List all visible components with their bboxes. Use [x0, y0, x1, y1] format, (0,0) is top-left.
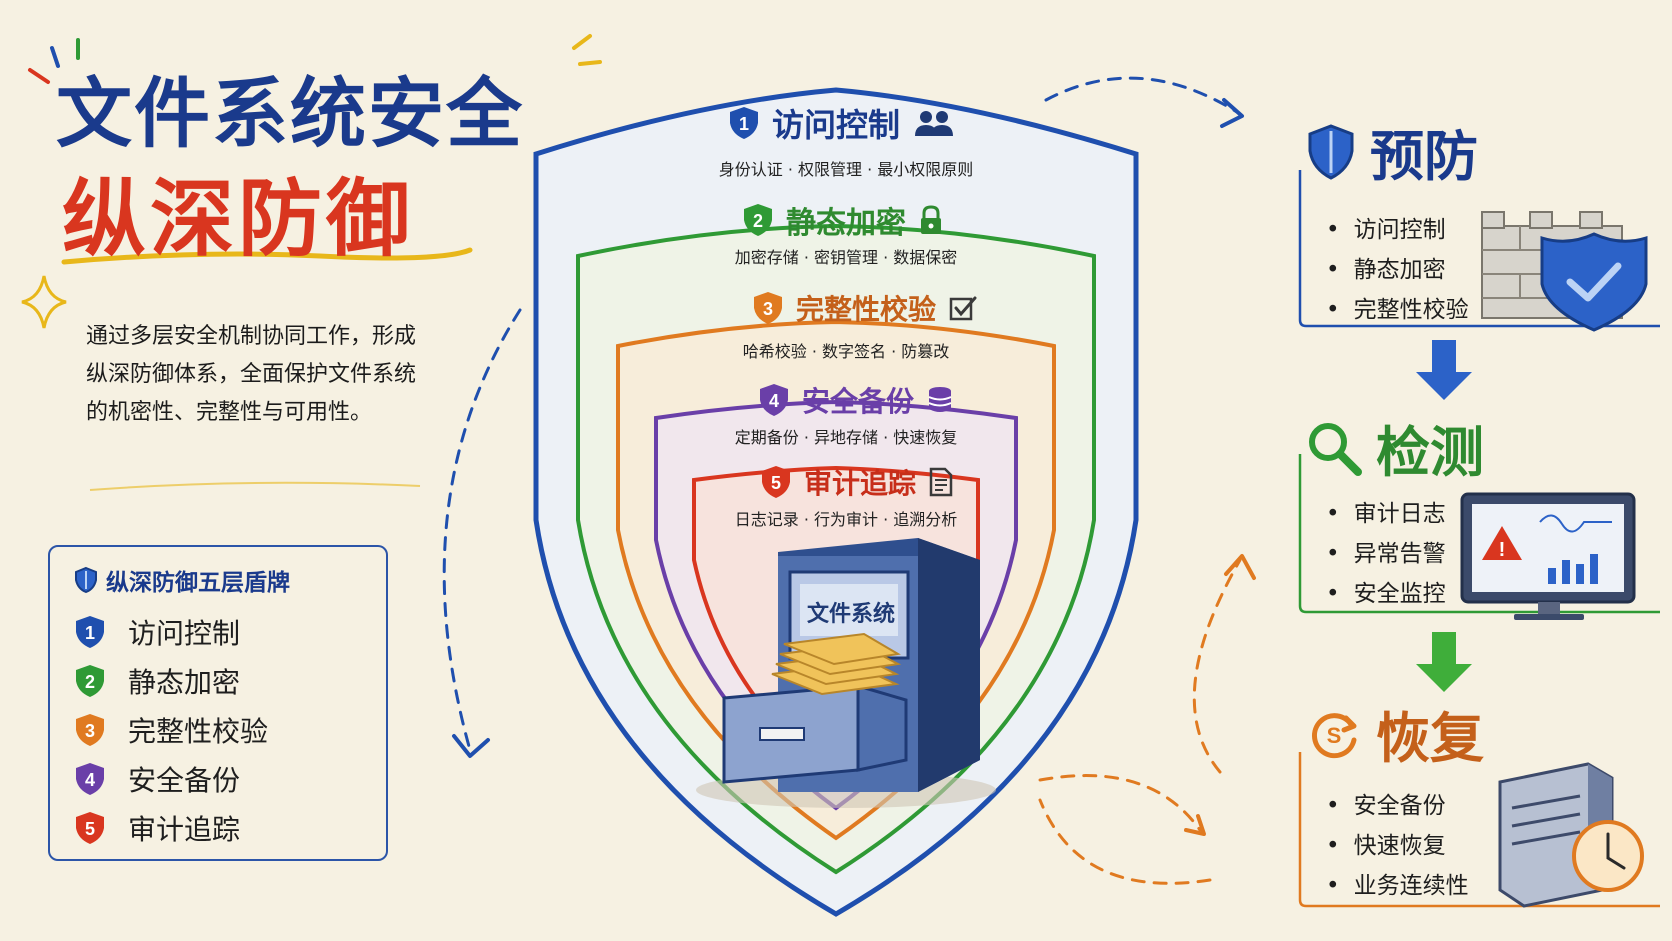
- layer-4-label: 安全备份: [802, 385, 915, 418]
- legend-item-2: 2 静态加密: [74, 656, 362, 705]
- list-item: 安全监控: [1326, 574, 1660, 614]
- stage-down-arrows: [1416, 340, 1472, 692]
- sparkle-marks: [28, 34, 602, 84]
- layer-1-subtitle: 身份认证 · 权限管理 · 最小权限原则: [718, 160, 974, 179]
- stage-recovery-label: 恢复: [1376, 707, 1484, 770]
- stage-detection-panel: 审计日志 异常告警 安全监控: [1300, 478, 1660, 632]
- stage-prevention-label: 预防: [1370, 125, 1478, 188]
- lock-icon: [921, 205, 941, 234]
- stage-prevention-panel: 访问控制 静态加密 完整性校验: [1300, 194, 1660, 348]
- list-item: 访问控制: [1326, 210, 1660, 250]
- database-icon: [928, 387, 952, 412]
- layer-5-label: 审计追踪: [804, 467, 917, 500]
- star-icon: [21, 275, 67, 329]
- title-line-1: 文件系统安全: [56, 69, 524, 158]
- stage-detection-label: 检测: [1376, 421, 1484, 484]
- legend-label-5: 审计追踪: [128, 812, 241, 846]
- legend-header: 纵深防御五层盾牌: [74, 563, 362, 597]
- badge-5-icon: 5: [76, 811, 104, 844]
- svg-text:5: 5: [771, 473, 781, 493]
- intro-text: 通过多层安全机制协同工作，形成纵深防御体系，全面保护文件系统的机密性、完整性与可…: [86, 324, 417, 425]
- svg-text:4: 4: [769, 391, 779, 411]
- stage-panel-borders: [1298, 170, 1660, 908]
- layer-5-title: 5 审计追踪: [760, 462, 954, 502]
- legend-label-3: 完整性校验: [128, 714, 269, 748]
- svg-text:3: 3: [85, 721, 95, 741]
- title-underline: [61, 247, 473, 265]
- legend-label-1: 访问控制: [128, 616, 241, 650]
- stage-detection-title: 检测: [1306, 408, 1484, 487]
- badge-3-icon: 3: [754, 292, 782, 324]
- layer-2-label: 静态加密: [786, 206, 906, 241]
- layer-3-label: 完整性校验: [796, 293, 937, 326]
- layer-3-subtitle: 哈希校验 · 数字签名 · 防篡改: [742, 342, 950, 361]
- list-item: 完整性校验: [1326, 290, 1660, 330]
- legend-item-5: 5 审计追踪: [74, 803, 362, 852]
- badge-2-icon: 2: [76, 664, 104, 697]
- list-item: 业务连续性: [1326, 866, 1660, 906]
- flow-arrows: [442, 76, 1242, 885]
- list-item: 快速恢复: [1326, 826, 1660, 866]
- legend-item-3: 3 完整性校验: [74, 705, 362, 754]
- badge-3-icon: 3: [76, 713, 104, 746]
- legend-item-4: 4 安全备份: [74, 754, 362, 803]
- legend-label-2: 静态加密: [128, 665, 241, 699]
- badge-2-icon: 2: [744, 204, 772, 236]
- badge-4-icon: 4: [76, 762, 104, 795]
- shield-icon: [1308, 123, 1354, 180]
- svg-text:S: S: [1327, 723, 1342, 748]
- legend-box: 纵深防御五层盾牌 1 访问控制 2 静态加密 3 完整性校验 4 安全备份 5 …: [48, 545, 388, 861]
- legend-title: 纵深防御五层盾牌: [106, 570, 290, 596]
- svg-text:1: 1: [85, 623, 95, 643]
- title-line-2: 纵深防御: [62, 170, 415, 268]
- svg-text:1: 1: [739, 114, 749, 134]
- stage-recovery-panel: 安全备份 快速恢复 业务连续性: [1300, 770, 1660, 924]
- list-item: 静态加密: [1326, 250, 1660, 290]
- svg-text:3: 3: [763, 299, 773, 319]
- svg-text:2: 2: [753, 211, 763, 231]
- badge-5-icon: 5: [762, 466, 790, 498]
- layer-1-title: 1 访问控制: [728, 100, 956, 146]
- legend-item-1: 1 访问控制: [74, 607, 362, 656]
- layer-4-subtitle: 定期备份 · 异地存储 · 快速恢复: [734, 428, 958, 447]
- file-cabinet-illustration: [696, 538, 996, 808]
- layer-2-subtitle: 加密存储 · 密钥管理 · 数据保密: [734, 248, 958, 267]
- legend-label-4: 安全备份: [128, 763, 241, 797]
- badge-1-icon: 1: [76, 615, 104, 648]
- cabinet-label: 文件系统: [806, 602, 895, 627]
- svg-text:2: 2: [85, 672, 95, 692]
- magnifier-icon: [1309, 422, 1362, 476]
- layer-4-title: 4 安全备份: [758, 380, 954, 420]
- arrow-heads: [452, 98, 1256, 836]
- layer-3-title: 3 完整性校验: [752, 288, 978, 328]
- layer-1-label: 访问控制: [772, 106, 901, 144]
- layer-2-title: 2 静态加密: [742, 198, 944, 242]
- list-item: 异常告警: [1326, 534, 1660, 574]
- svg-text:5: 5: [85, 819, 95, 839]
- users-icon: [915, 111, 954, 136]
- badge-1-icon: 1: [730, 107, 758, 139]
- shield-icon: [75, 566, 97, 594]
- checkbox-icon: [949, 296, 977, 321]
- list-item: 审计日志: [1326, 494, 1660, 534]
- list-item: 安全备份: [1326, 786, 1660, 826]
- stage-prevention-title: 预防: [1306, 112, 1478, 191]
- document-icon: [929, 467, 953, 497]
- svg-text:4: 4: [85, 770, 95, 790]
- layer-5-subtitle: 日志记录 · 行为审计 · 追溯分析: [734, 510, 958, 529]
- stage-recovery-title: S 恢复: [1306, 694, 1484, 773]
- restore-icon: S: [1312, 712, 1357, 758]
- badge-4-icon: 4: [760, 384, 788, 416]
